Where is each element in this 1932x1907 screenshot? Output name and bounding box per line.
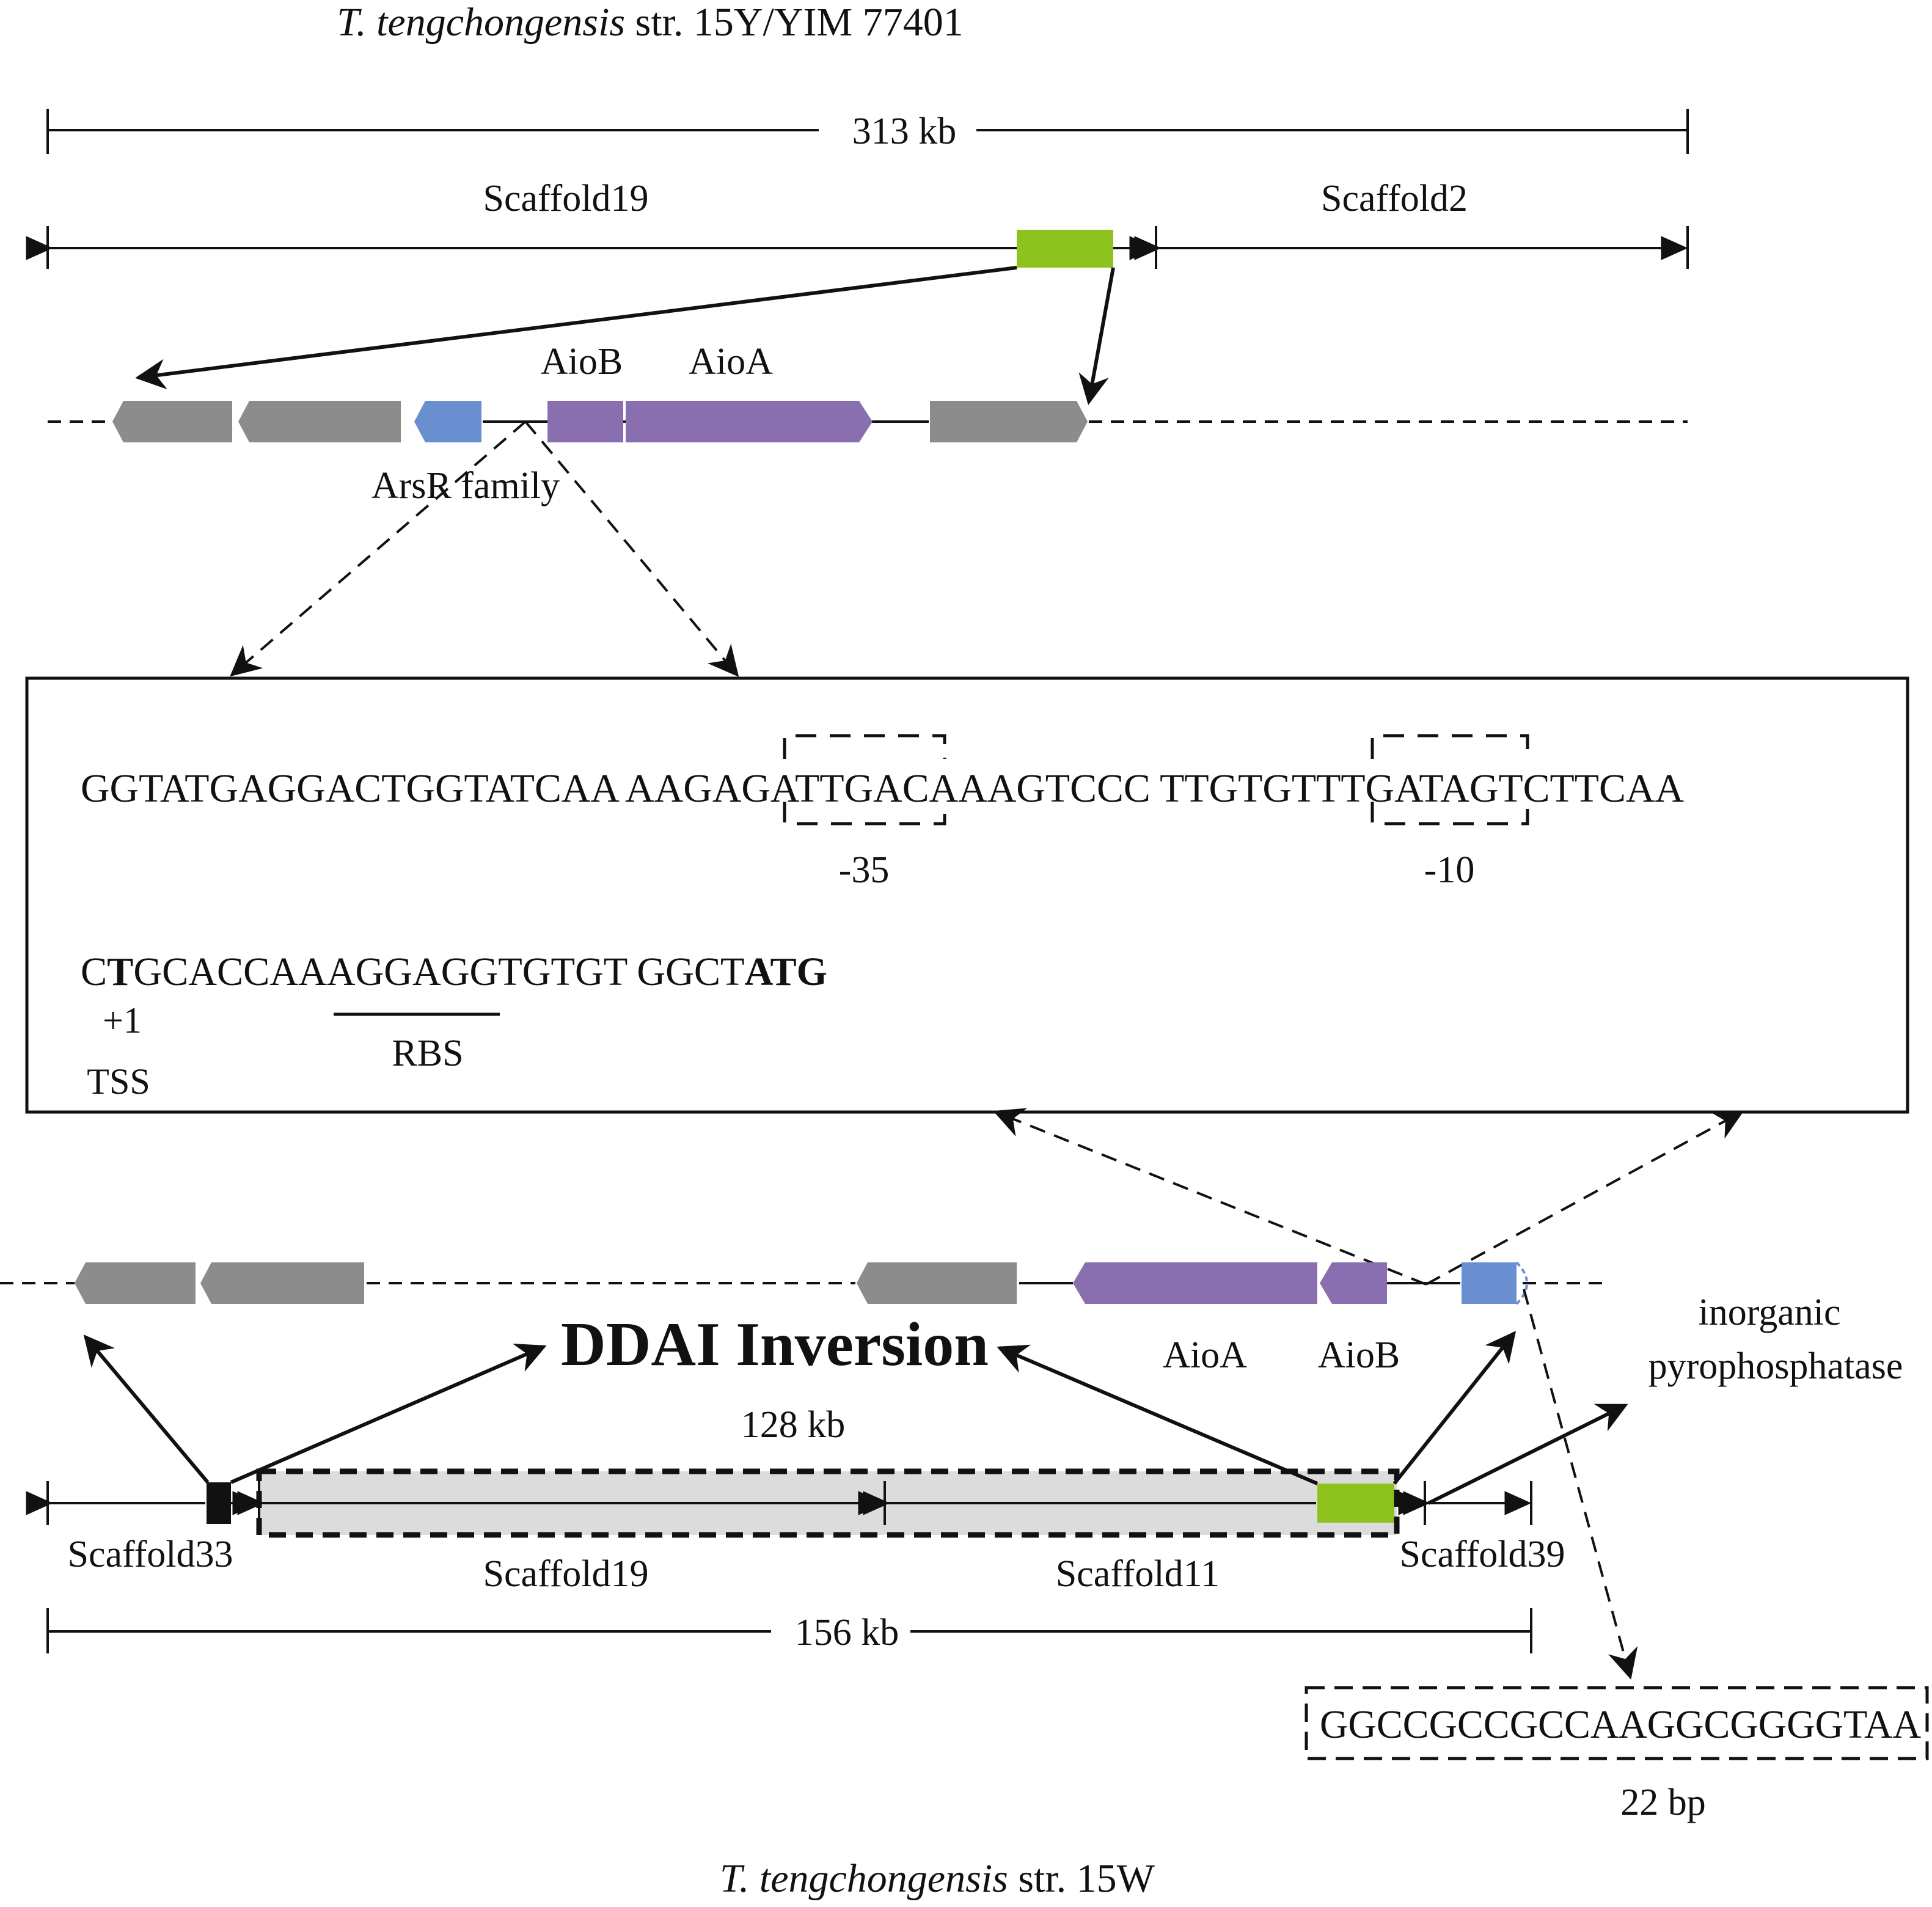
bottom-scaffold-bar <box>26 1468 1532 1538</box>
scaffold33-label: Scaffold33 <box>68 1534 233 1575</box>
bottom-gene-aioa <box>1073 1262 1317 1304</box>
bottom-aio-locus-block <box>1317 1484 1394 1523</box>
top-gene-arsr <box>414 401 481 442</box>
bottom-gene-aiob <box>1320 1262 1387 1304</box>
repeat-zoom-arrow <box>1523 1289 1638 1680</box>
scaffold39-label: Scaffold39 <box>1400 1534 1565 1575</box>
top-arsr-label: ArsR family <box>371 465 560 507</box>
minus10-label: -10 <box>1424 849 1475 891</box>
top-aioa-label: AioA <box>689 341 773 382</box>
top-zoom-arrow-right <box>1078 267 1115 405</box>
top-span-label: 313 kb <box>852 111 957 152</box>
bottom-gene-arsr <box>1462 1262 1517 1304</box>
top-gene-gray-2 <box>238 401 401 442</box>
tss-position-label: +1 <box>103 1000 142 1041</box>
bottom-aioa-label: AioA <box>1163 1334 1247 1376</box>
promoter-seq-line2: CTGCACCAAAGGAGGTGTGT GGCTATG <box>81 950 827 994</box>
breakpoint-arrow-to-inversion-left <box>230 1343 547 1484</box>
repeat-sequence: GGCCGCCGCCAAGGCGGGGTAA <box>1320 1702 1921 1747</box>
top-zoom-arrow-left <box>135 266 1017 390</box>
inversion-size-label: 128 kb <box>741 1404 846 1446</box>
breakpoint-arrow-to-left-genes <box>83 1334 210 1484</box>
pyrophosphatase-label-line2: pyrophosphatase <box>1648 1345 1903 1387</box>
bottom-strain-title: T. tengchongensis str. 15W <box>720 1856 1155 1901</box>
minus35-bracket <box>783 734 946 825</box>
rbs-label: RBS <box>392 1033 463 1074</box>
bottom-promoter-zoom-left <box>993 1108 1427 1286</box>
bottom-gene-track <box>0 1261 1602 1305</box>
top-aio-locus-block <box>1017 230 1113 268</box>
start-codon: ATG <box>745 950 827 994</box>
tss-label: TSS <box>87 1061 150 1102</box>
promoter-seq-line1: GGTATGAGGACTGGTATCAA AAGAGATTGACAAAGTCCC… <box>81 766 1684 811</box>
bottom-promoter-zoom-right <box>1425 1110 1744 1286</box>
inversion-region-border <box>256 1468 1400 1538</box>
minus10-bracket <box>1370 734 1529 825</box>
top-gene-aioa <box>626 401 873 442</box>
bottom-gene-gray-2 <box>200 1262 364 1304</box>
promoter-box <box>25 676 1909 1114</box>
scaffold33-breakpoint-block <box>207 1482 231 1524</box>
bottom-aiob-label: AioB <box>1318 1334 1400 1376</box>
bottom-scaffold19-label: Scaffold19 <box>483 1553 649 1595</box>
bottom-span-label: 156 kb <box>795 1612 899 1653</box>
top-promoter-zoom-left <box>230 420 527 677</box>
top-span-313kb: 313 kb <box>46 109 1689 154</box>
bottom-span-156kb: 156 kb <box>46 1608 1532 1653</box>
repeat-length-label: 22 bp <box>1620 1782 1706 1823</box>
minus35-label: -35 <box>839 849 890 891</box>
bottom-gene-gray-1 <box>75 1262 196 1304</box>
top-gene-gray-3 <box>930 401 1088 442</box>
top-scaffold-bar <box>26 226 1689 269</box>
bottom-gene-gray-3 <box>857 1262 1017 1304</box>
tss-base: T <box>107 950 133 994</box>
top-gene-gray-1 <box>112 401 232 442</box>
pyrophosphatase-label-line1: inorganic <box>1698 1292 1840 1333</box>
top-gene-track <box>48 401 1688 442</box>
scaffold11-label: Scaffold11 <box>1056 1553 1220 1595</box>
top-gene-aiob <box>547 401 623 442</box>
ddai-inversion-label: DDAI Inversion <box>561 1310 989 1379</box>
top-strain-title: T. tengchongensis str. 15Y/YIM 77401 <box>337 0 963 45</box>
top-scaffold19-label: Scaffold19 <box>483 178 649 219</box>
top-aiob-label: AioB <box>541 341 623 382</box>
top-promoter-zoom-right <box>524 420 739 677</box>
top-scaffold2-label: Scaffold2 <box>1321 178 1468 219</box>
repeat-box <box>1304 1686 1929 1760</box>
breakpoint-arrow-to-arsr <box>1392 1331 1517 1485</box>
breakpoint-arrow-to-inversion-right <box>997 1344 1319 1485</box>
breakpoint-arrow-to-pyrophosphatase <box>1427 1404 1628 1505</box>
